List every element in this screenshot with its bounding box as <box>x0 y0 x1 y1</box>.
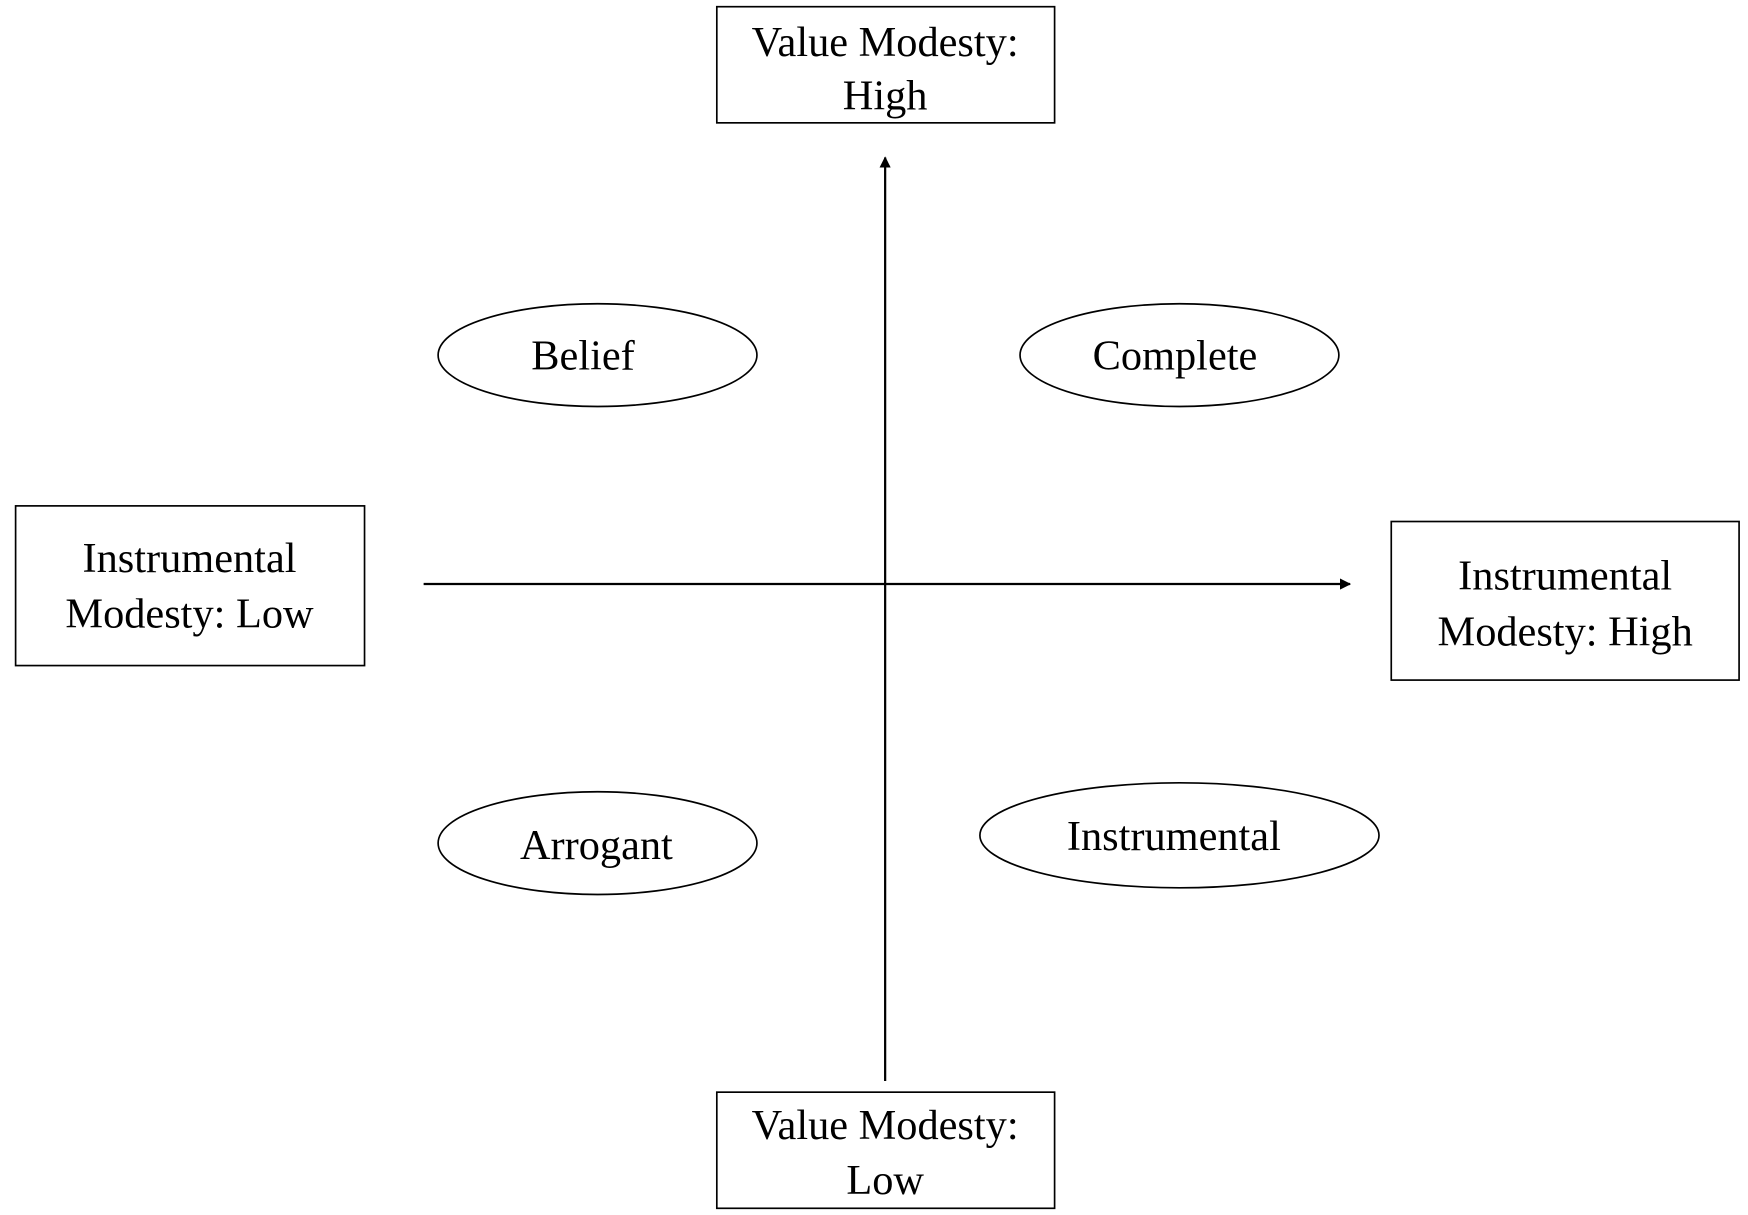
bottom-axis-label-line1: Value Modesty: <box>752 1102 1019 1149</box>
right-axis-label-line2: Modesty: High <box>1438 608 1693 655</box>
left-axis-label-line2: Modesty: Low <box>65 591 314 638</box>
bottom-axis-label-line2: Low <box>846 1157 924 1204</box>
quadrant-arrogant: Arrogant <box>437 790 758 896</box>
quadrant-complete: Complete <box>1019 302 1340 408</box>
quadrant-instrumental: Instrumental <box>979 781 1380 889</box>
top-axis-label-box: Value Modesty: High <box>715 5 1056 124</box>
quadrant-instrumental-label: Instrumental <box>1067 813 1281 860</box>
top-axis-label-line2: High <box>843 72 928 119</box>
left-axis-label-line1: Instrumental <box>83 535 297 582</box>
right-axis-label-box: Instrumental Modesty: High <box>1390 520 1740 681</box>
right-axis-label-line1: Instrumental <box>1458 553 1672 600</box>
quadrant-belief-label: Belief <box>531 333 635 380</box>
quadrant-complete-label: Complete <box>1093 333 1258 380</box>
quadrant-belief: Belief <box>437 302 758 408</box>
top-axis-label-line1: Value Modesty: <box>752 19 1019 66</box>
left-axis-label-box: Instrumental Modesty: Low <box>14 505 366 667</box>
bottom-axis-label-box: Value Modesty: Low <box>715 1091 1056 1210</box>
quadrant-arrogant-label: Arrogant <box>520 822 673 869</box>
